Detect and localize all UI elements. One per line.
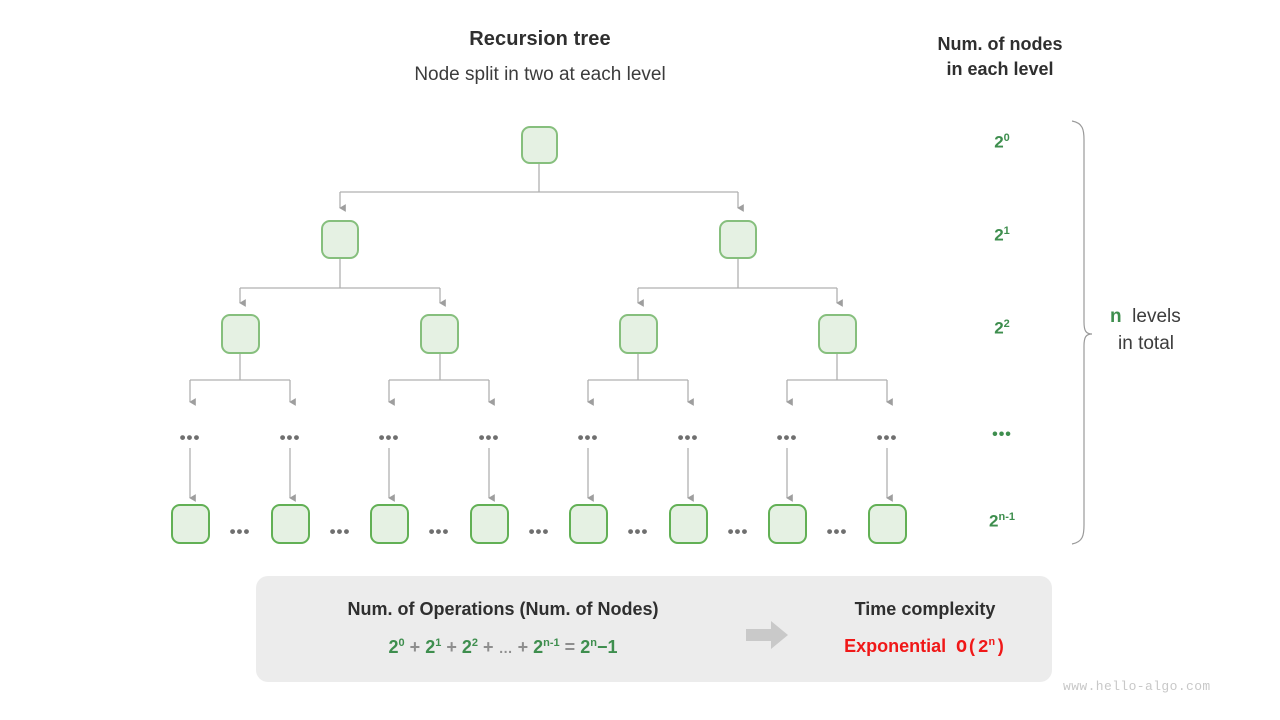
- tree-node: [569, 504, 608, 544]
- summary-panel: [256, 576, 1052, 682]
- ellipsis: •••: [876, 428, 898, 447]
- formula-result: 2n−1: [580, 637, 618, 657]
- ellipsis: •••: [229, 522, 251, 541]
- levels-brace: [1071, 120, 1093, 545]
- operations-block: Num. of Operations (Num. of Nodes) 20 + …: [268, 596, 738, 660]
- n-symbol: n: [1110, 306, 1122, 327]
- ellipsis: •••: [627, 522, 649, 541]
- brace-caption-levels: levels: [1132, 306, 1181, 327]
- tree-node: [719, 220, 757, 259]
- ellipsis: •••: [329, 522, 351, 541]
- tree-node: [868, 504, 907, 544]
- brace-caption: n levels in total: [1110, 303, 1280, 357]
- tree-node: [420, 314, 459, 354]
- level-count-exp: 2: [1003, 318, 1010, 330]
- tree-node: [271, 504, 310, 544]
- level-count-base: 2: [994, 132, 1004, 152]
- level-count-exp: n-1: [998, 511, 1015, 523]
- tree-node: [221, 314, 260, 354]
- ellipsis: •••: [826, 522, 848, 541]
- level-count-base: 2: [989, 511, 999, 531]
- ellipsis: •••: [279, 428, 301, 447]
- ellipsis: •••: [677, 428, 699, 447]
- formula-plus: +: [517, 637, 529, 657]
- formula-term-1: 21: [425, 637, 442, 657]
- level-count-last: 2n-1: [962, 511, 1042, 532]
- tree-node: [818, 314, 857, 354]
- tree-node: [669, 504, 708, 544]
- ellipsis: •••: [378, 428, 400, 447]
- tree-node: [521, 126, 558, 164]
- brace-caption-line1: n levels: [1110, 303, 1280, 330]
- ellipsis: •••: [776, 428, 798, 447]
- formula-term-last: 2n-1: [533, 637, 560, 657]
- level-count-ellipsis: •••: [992, 426, 1012, 443]
- ellipsis: •••: [179, 428, 201, 447]
- complexity-notation: O(2n): [956, 637, 1006, 658]
- formula-plus: +: [446, 637, 457, 657]
- nodes-per-level-heading-line2: in each level: [946, 59, 1054, 79]
- page-subtitle: Node split in two at each level: [414, 64, 666, 85]
- formula-dots: …: [498, 640, 513, 656]
- operations-label: Num. of Operations (Num. of Nodes): [347, 599, 659, 619]
- watermark: www.hello-algo.com: [1063, 679, 1211, 694]
- brace-caption-line2: in total: [1118, 333, 1174, 354]
- tree-node: [321, 220, 359, 259]
- level-count-base: 2: [994, 225, 1004, 245]
- formula-plus: +: [409, 637, 421, 657]
- formula-term-0: 20: [388, 637, 405, 657]
- operations-formula: 20 + 21 + 22 + … + 2n-1 = 2n−1: [268, 631, 738, 660]
- level-count-2: 22: [962, 318, 1042, 339]
- ellipsis: •••: [528, 522, 550, 541]
- tree-node: [768, 504, 807, 544]
- nodes-per-level-heading: Num. of nodes in each level: [880, 32, 1120, 82]
- tree-node: [171, 504, 210, 544]
- complexity-name: Exponential: [844, 636, 947, 656]
- level-count-0: 20: [962, 132, 1042, 153]
- nodes-per-level-heading-line1: Num. of nodes: [937, 34, 1063, 54]
- level-count-exp: 0: [1003, 132, 1010, 144]
- page-title: Recursion tree: [469, 28, 611, 50]
- time-complexity-label: Time complexity: [854, 599, 996, 619]
- ellipsis: •••: [478, 428, 500, 447]
- tree-node: [370, 504, 409, 544]
- complexity-value: Exponential O(2n): [800, 631, 1050, 660]
- level-count-exp: 1: [1003, 225, 1010, 237]
- tree-node: [470, 504, 509, 544]
- ellipsis: •••: [577, 428, 599, 447]
- formula-equals: =: [564, 637, 576, 657]
- ellipsis: •••: [727, 522, 749, 541]
- tree-node: [619, 314, 658, 354]
- ellipsis: •••: [428, 522, 450, 541]
- formula-plus: +: [483, 637, 494, 657]
- level-count-1: 21: [962, 225, 1042, 246]
- level-count-base: 2: [994, 318, 1004, 338]
- complexity-block: Time complexity Exponential O(2n): [800, 596, 1050, 660]
- arrow-right-icon: [744, 618, 790, 657]
- formula-term-2: 22: [461, 637, 479, 657]
